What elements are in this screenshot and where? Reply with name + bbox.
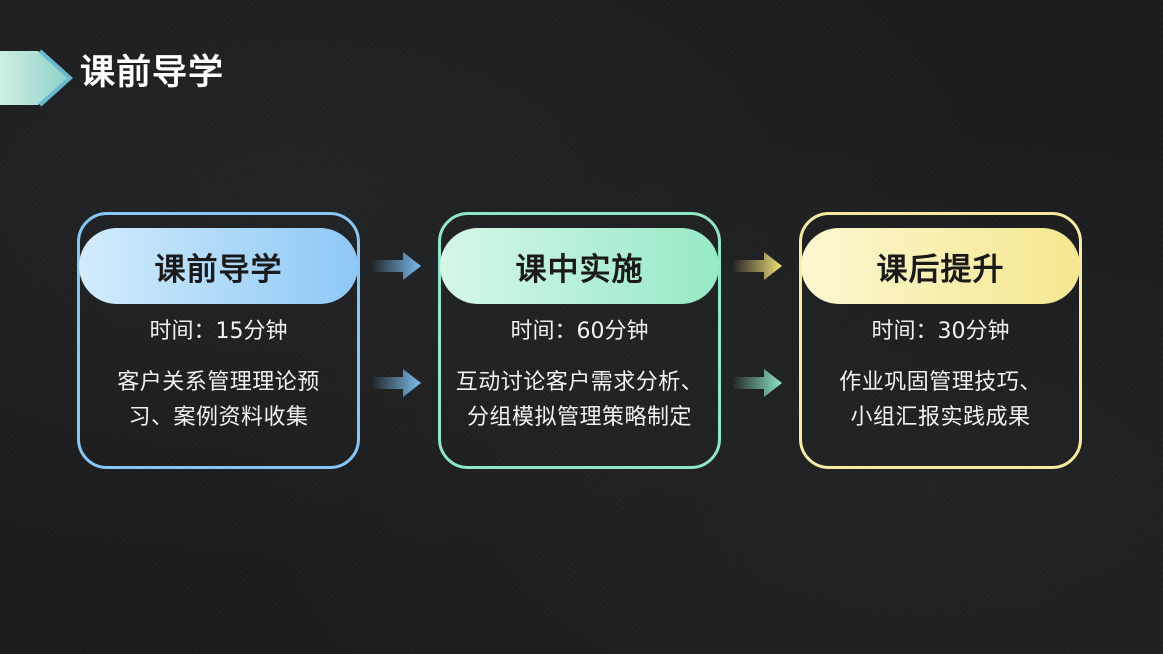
description-line: 互动讨论客户需求分析、 bbox=[455, 370, 704, 395]
right-arrow-icon bbox=[732, 369, 782, 397]
stage-duration: 时间：60分钟 bbox=[510, 319, 649, 344]
stage-description: 作业巩固管理技巧、 小组汇报实践成果 bbox=[810, 365, 1071, 435]
right-arrow-icon bbox=[371, 252, 421, 280]
stage-description: 互动讨论客户需求分析、 分组模拟管理策略制定 bbox=[449, 365, 710, 435]
description-line: 习、案例资料收集 bbox=[128, 405, 309, 430]
description-line: 客户关系管理理论预 bbox=[117, 370, 320, 395]
stage-card-in-class: 课中实施 时间：60分钟 互动讨论客户需求分析、 分组模拟管理策略制定 bbox=[438, 212, 721, 469]
stage-card-pre-class: 课前导学 时间：15分钟 客户关系管理理论预 习、案例资料收集 bbox=[77, 212, 360, 469]
stage-title: 课后提升 bbox=[801, 228, 1080, 304]
stage-duration: 时间：30分钟 bbox=[871, 319, 1010, 344]
right-arrow-icon bbox=[371, 369, 421, 397]
page-title: 课前导学 bbox=[80, 53, 225, 93]
stage-duration: 时间：15分钟 bbox=[149, 319, 288, 344]
description-line: 小组汇报实践成果 bbox=[850, 405, 1031, 430]
header-chevron-icon bbox=[0, 49, 73, 107]
stage-title: 课中实施 bbox=[440, 228, 719, 304]
description-line: 作业巩固管理技巧、 bbox=[839, 370, 1042, 395]
stage-title: 课前导学 bbox=[79, 228, 358, 304]
right-arrow-icon bbox=[732, 252, 782, 280]
description-line: 分组模拟管理策略制定 bbox=[466, 405, 692, 430]
stage-card-post-class: 课后提升 时间：30分钟 作业巩固管理技巧、 小组汇报实践成果 bbox=[799, 212, 1082, 469]
stage-description: 客户关系管理理论预 习、案例资料收集 bbox=[88, 365, 349, 435]
